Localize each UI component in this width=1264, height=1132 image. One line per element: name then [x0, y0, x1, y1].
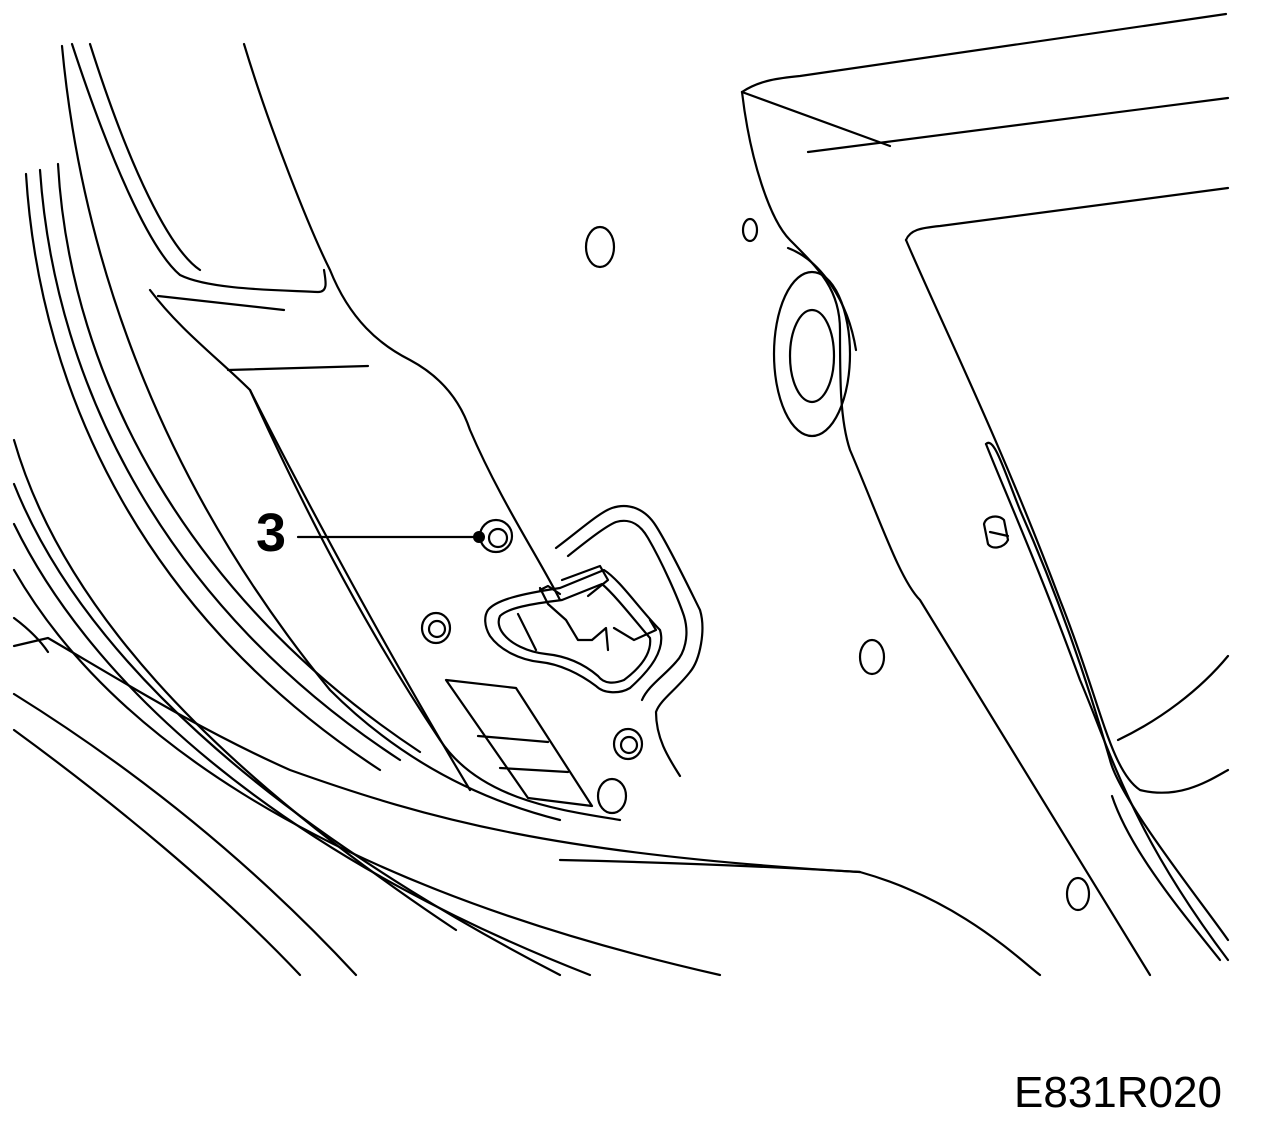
small-holes: [584, 217, 1091, 912]
callout-leader: [296, 531, 485, 543]
access-hole: [772, 246, 858, 438]
striker-icon: [484, 504, 704, 778]
bolt-icon: [420, 518, 644, 761]
sill-rails: [12, 616, 1042, 977]
figure-code: E831R020: [1014, 1068, 1222, 1117]
label-patch: [444, 678, 594, 808]
callout-number-3: 3: [256, 503, 287, 563]
door-frame-panel: [740, 12, 1230, 977]
body-side-curves: [12, 44, 722, 977]
inner-pillar-panel: [70, 42, 622, 822]
